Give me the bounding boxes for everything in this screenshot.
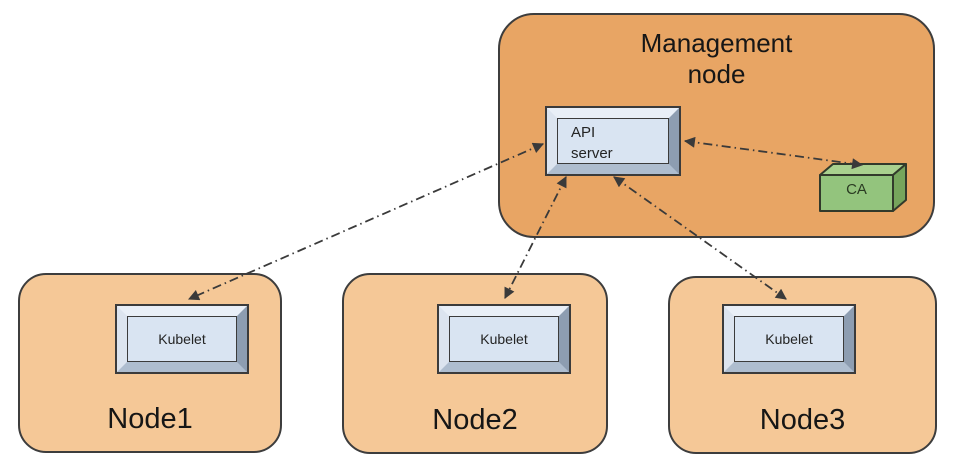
management-node-group: Management node API server <box>498 13 935 238</box>
node3-label: Node3 <box>759 404 846 436</box>
kubelet-label-node3: Kubelet <box>734 316 844 362</box>
node1-group: Kubelet Node1 <box>18 273 282 453</box>
api-server-box: API server <box>547 108 679 174</box>
kubelet-box-node1: Kubelet <box>117 306 247 372</box>
kubelet-box-node3: Kubelet <box>724 306 854 372</box>
kubelet-label-node2: Kubelet <box>449 316 559 362</box>
node3-group: Kubelet Node3 <box>668 276 937 454</box>
kubelet-label-node1: Kubelet <box>127 316 237 362</box>
management-node-title: Management node <box>640 28 793 89</box>
node2-label: Node2 <box>432 404 518 436</box>
api-server-label: API server <box>557 118 669 164</box>
kubelet-box-node2: Kubelet <box>439 306 569 372</box>
node2-group: Kubelet Node2 <box>342 273 608 454</box>
node1-label: Node1 <box>107 403 193 435</box>
ca-label: CA <box>846 181 867 198</box>
